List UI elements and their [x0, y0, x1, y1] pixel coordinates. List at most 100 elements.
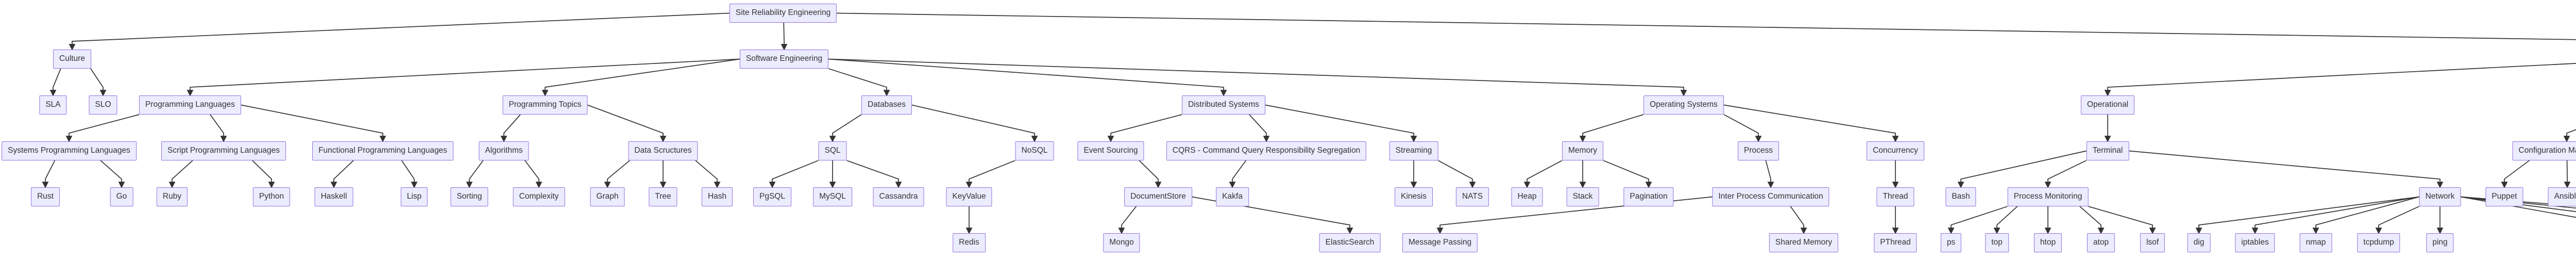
- edge-event-sourcing-to-documentstore: [1139, 160, 1162, 188]
- node-shared-memory: Shared Memory: [1769, 233, 1839, 252]
- node-tcpdump: tcpdump: [2357, 233, 2400, 252]
- edge-network-to-airmon: [2461, 196, 2576, 209]
- node-streaming: Streaming: [1389, 141, 1438, 160]
- node-puppet: Puppet: [2485, 187, 2523, 206]
- edge-network-to-tcpdump: [2375, 206, 2419, 234]
- edge-nosql-to-keyvalue: [965, 160, 1015, 188]
- node-nats: NATS: [1455, 187, 1489, 206]
- node-top: top: [1985, 233, 2009, 252]
- node-functional-programming-languages: Functional Programming Languages: [312, 141, 453, 160]
- edge-inter-process-communication-to-message-passing: [1436, 196, 1713, 234]
- node-programming-languages: Programming Languages: [139, 95, 242, 115]
- node-atop: atop: [2087, 233, 2115, 252]
- edge-databases-to-nosql: [911, 104, 1038, 142]
- edge-cqrs-command-query-responsibility-segregation-to-kakfa: [1229, 160, 1247, 188]
- edge-functional-programming-languages-to-haskell: [330, 160, 354, 188]
- edge-data-scructures-to-hash: [695, 160, 721, 188]
- node-documentstore: DocumentStore: [1124, 187, 1192, 206]
- node-ansible: Ansible: [2548, 187, 2576, 206]
- edge-software-engineering-to-programming-topics: [541, 58, 740, 96]
- edge-culture-to-sla: [49, 68, 61, 96]
- edge-infrastructure-as-code-to-configuration-management: [2563, 129, 2576, 142]
- node-pagination: Pagination: [1623, 187, 1674, 206]
- edge-software-engineering-to-distributed-systems: [828, 58, 1227, 96]
- node-nosql: NoSQL: [1015, 141, 1054, 160]
- node-elasticsearch: ElasticSearch: [1319, 233, 1381, 252]
- edge-distributed-systems-to-cqrs-command-query-responsibility-segregation: [1249, 114, 1270, 142]
- node-sla: SLA: [39, 95, 67, 115]
- node-pgsql: PgSQL: [753, 187, 791, 206]
- node-redis: Redis: [953, 233, 986, 252]
- node-dig: dig: [2187, 233, 2211, 252]
- edge-systems-programming-languages-to-go: [100, 160, 125, 188]
- node-sql: SQL: [818, 141, 847, 160]
- edge-terminal-to-bash: [1957, 150, 2087, 188]
- edge-sql-to-cassandra: [846, 160, 902, 188]
- edge-process-monitoring-to-top: [1993, 206, 2018, 234]
- node-inter-process-communication: Inter Process Communication: [1712, 187, 1829, 206]
- node-event-sourcing: Event Sourcing: [1077, 141, 1144, 160]
- node-concurrency: Concurrency: [1867, 141, 1924, 160]
- node-operating-systems: Operating Systems: [1643, 95, 1724, 115]
- edge-functional-programming-languages-to-lisp: [401, 160, 418, 188]
- node-culture: Culture: [53, 50, 91, 69]
- node-graph: Graph: [590, 187, 625, 206]
- node-bash: Bash: [1945, 187, 1976, 206]
- edge-programming-languages-to-script-programming-languages: [210, 114, 227, 142]
- node-programming-topics: Programming Topics: [502, 95, 588, 115]
- edge-terminal-to-process-monitoring: [2044, 160, 2087, 188]
- node-thread: Thread: [1876, 187, 1914, 206]
- edge-inter-process-communication-to-shared-memory: [1790, 206, 1807, 234]
- edge-terminal-to-network: [2129, 150, 2444, 188]
- edge-algorithms-to-complexity: [524, 160, 543, 188]
- node-process: Process: [1738, 141, 1779, 160]
- edge-culture-to-slo: [90, 68, 107, 96]
- edge-network-to-traceroute: [2461, 196, 2576, 212]
- edge-network-to-mtr: [2461, 196, 2576, 218]
- node-slo: SLO: [89, 95, 117, 115]
- node-databases: Databases: [861, 95, 912, 115]
- edge-process-monitoring-to-atop: [2079, 206, 2105, 234]
- node-script-programming-languages: Script Programming Languages: [161, 141, 286, 160]
- node-software-engineering: Software Engineering: [739, 50, 829, 69]
- edge-streaming-to-nats: [1438, 160, 1476, 188]
- node-distributed-systems: Distributed Systems: [1182, 95, 1265, 115]
- edge-sql-to-pgsql: [769, 160, 819, 188]
- node-network: Network: [2419, 187, 2461, 206]
- node-operational: Operational: [2080, 95, 2135, 115]
- node-sorting: Sorting: [450, 187, 488, 206]
- node-kinesis: Kinesis: [1395, 187, 1433, 206]
- edge-programming-topics-to-algorithms: [500, 114, 521, 142]
- node-message-passing: Message Passing: [1402, 233, 1478, 252]
- edge-distributed-systems-to-streaming: [1265, 104, 1417, 142]
- edge-data-scructures-to-graph: [604, 160, 630, 188]
- edge-site-reliability-engineering-to-culture: [69, 12, 730, 51]
- edge-script-programming-languages-to-python: [252, 160, 275, 188]
- node-data-scructures: Data Scructures: [628, 141, 698, 160]
- node-rust: Rust: [31, 187, 60, 206]
- edge-memory-to-pagination: [1603, 160, 1652, 188]
- node-mysql: MySQL: [813, 187, 852, 206]
- node-pthread: PThread: [1874, 233, 1917, 252]
- edge-process-monitoring-to-lsof: [2088, 206, 2156, 234]
- node-haskell: Haskell: [314, 187, 353, 206]
- edge-databases-to-sql: [829, 114, 862, 142]
- node-cassandra: Cassandra: [873, 187, 924, 206]
- edge-programming-topics-to-data-scructures: [587, 104, 667, 142]
- edge-network-to-dig: [2195, 196, 2419, 234]
- edge-software-engineering-to-programming-languages: [187, 58, 740, 96]
- node-mongo: Mongo: [1103, 233, 1140, 252]
- node-ps: ps: [1940, 233, 1962, 252]
- edge-process-to-inter-process-communication: [1765, 160, 1774, 188]
- edge-distributed-systems-to-event-sourcing: [1107, 114, 1182, 142]
- edge-documentstore-to-elasticsearch: [1192, 196, 1353, 234]
- node-iptables: iptables: [2235, 233, 2275, 252]
- node-algorithms: Algorithms: [479, 141, 529, 160]
- node-site-reliability-engineering: Site Reliability Engineering: [729, 4, 837, 23]
- node-htop: htop: [2033, 233, 2062, 252]
- node-configuration-management: Configuration Management: [2512, 141, 2576, 160]
- edge-algorithms-to-sorting: [466, 160, 484, 188]
- edge-operating-systems-to-process: [1723, 114, 1762, 142]
